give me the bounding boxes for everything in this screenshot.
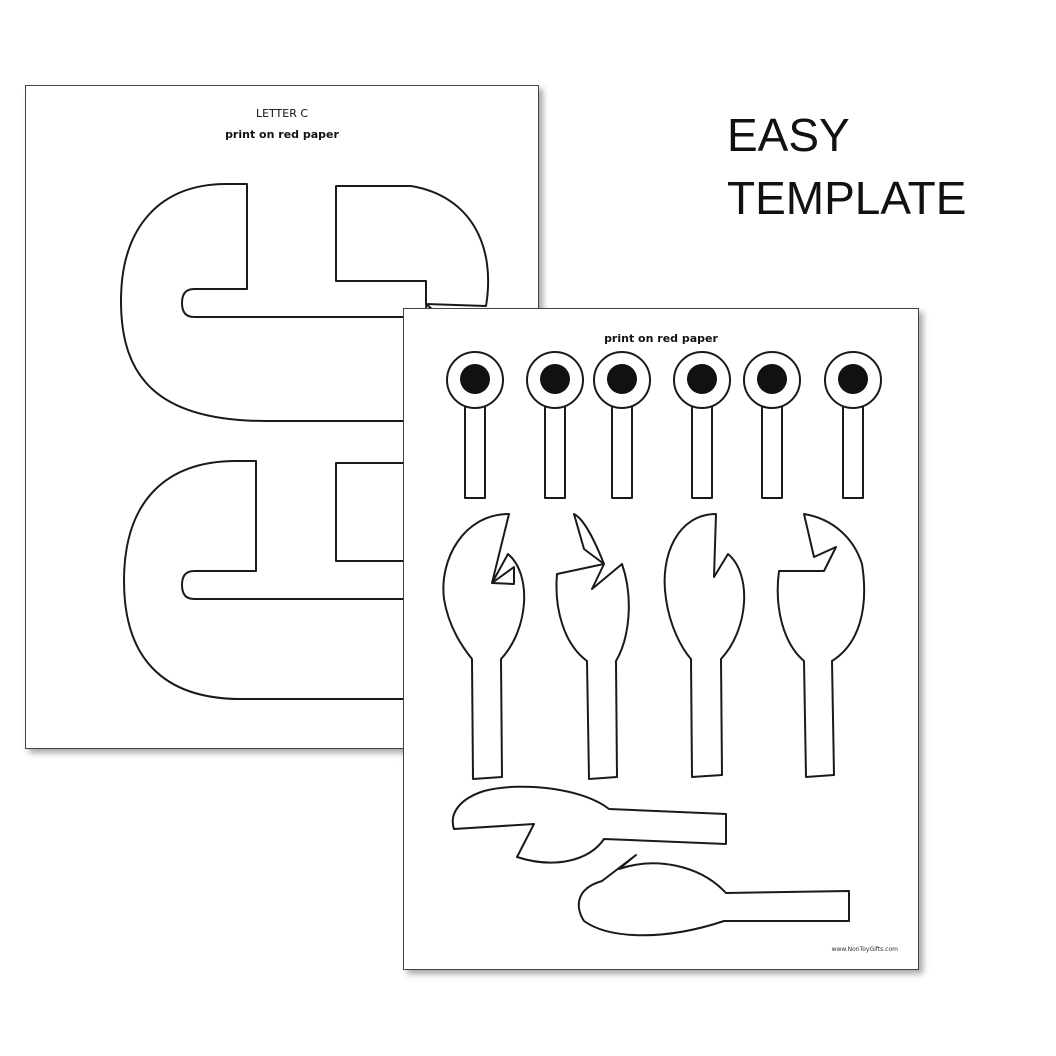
letter-c-title: LETTER C xyxy=(255,107,309,120)
horizontal-claw-2 xyxy=(577,854,850,937)
headline-easy: EASY xyxy=(727,109,850,161)
horizontal-claw-1 xyxy=(451,785,727,864)
claw-arm-4 xyxy=(776,513,866,778)
claw-arm-2 xyxy=(555,513,630,780)
headline-template: TEMPLATE xyxy=(727,172,967,224)
eye-stalk-5 xyxy=(743,351,801,499)
template-pieces xyxy=(442,351,882,937)
eye-stalk-2 xyxy=(526,351,584,499)
claw-arm-3 xyxy=(663,513,746,778)
website-footer: www.NonToyGifts.com xyxy=(831,946,898,953)
letter-c-outline-upper-right xyxy=(335,185,490,307)
left-print-instruction: print on red paper xyxy=(225,128,339,141)
letter-c-shapes xyxy=(120,183,490,700)
letter-c-outline-lower-right xyxy=(335,462,407,562)
eye-stalk-4 xyxy=(673,351,731,499)
eye-stalk-1 xyxy=(446,351,504,499)
letter-c-outline-lower xyxy=(123,460,407,700)
eye-stalk-6 xyxy=(824,351,882,499)
claw-arm-1 xyxy=(442,513,526,780)
right-print-instruction: print on red paper xyxy=(604,332,718,345)
eye-stalk-3 xyxy=(593,351,651,499)
claws-eyes-template-sheet: print on red paper xyxy=(403,308,919,970)
